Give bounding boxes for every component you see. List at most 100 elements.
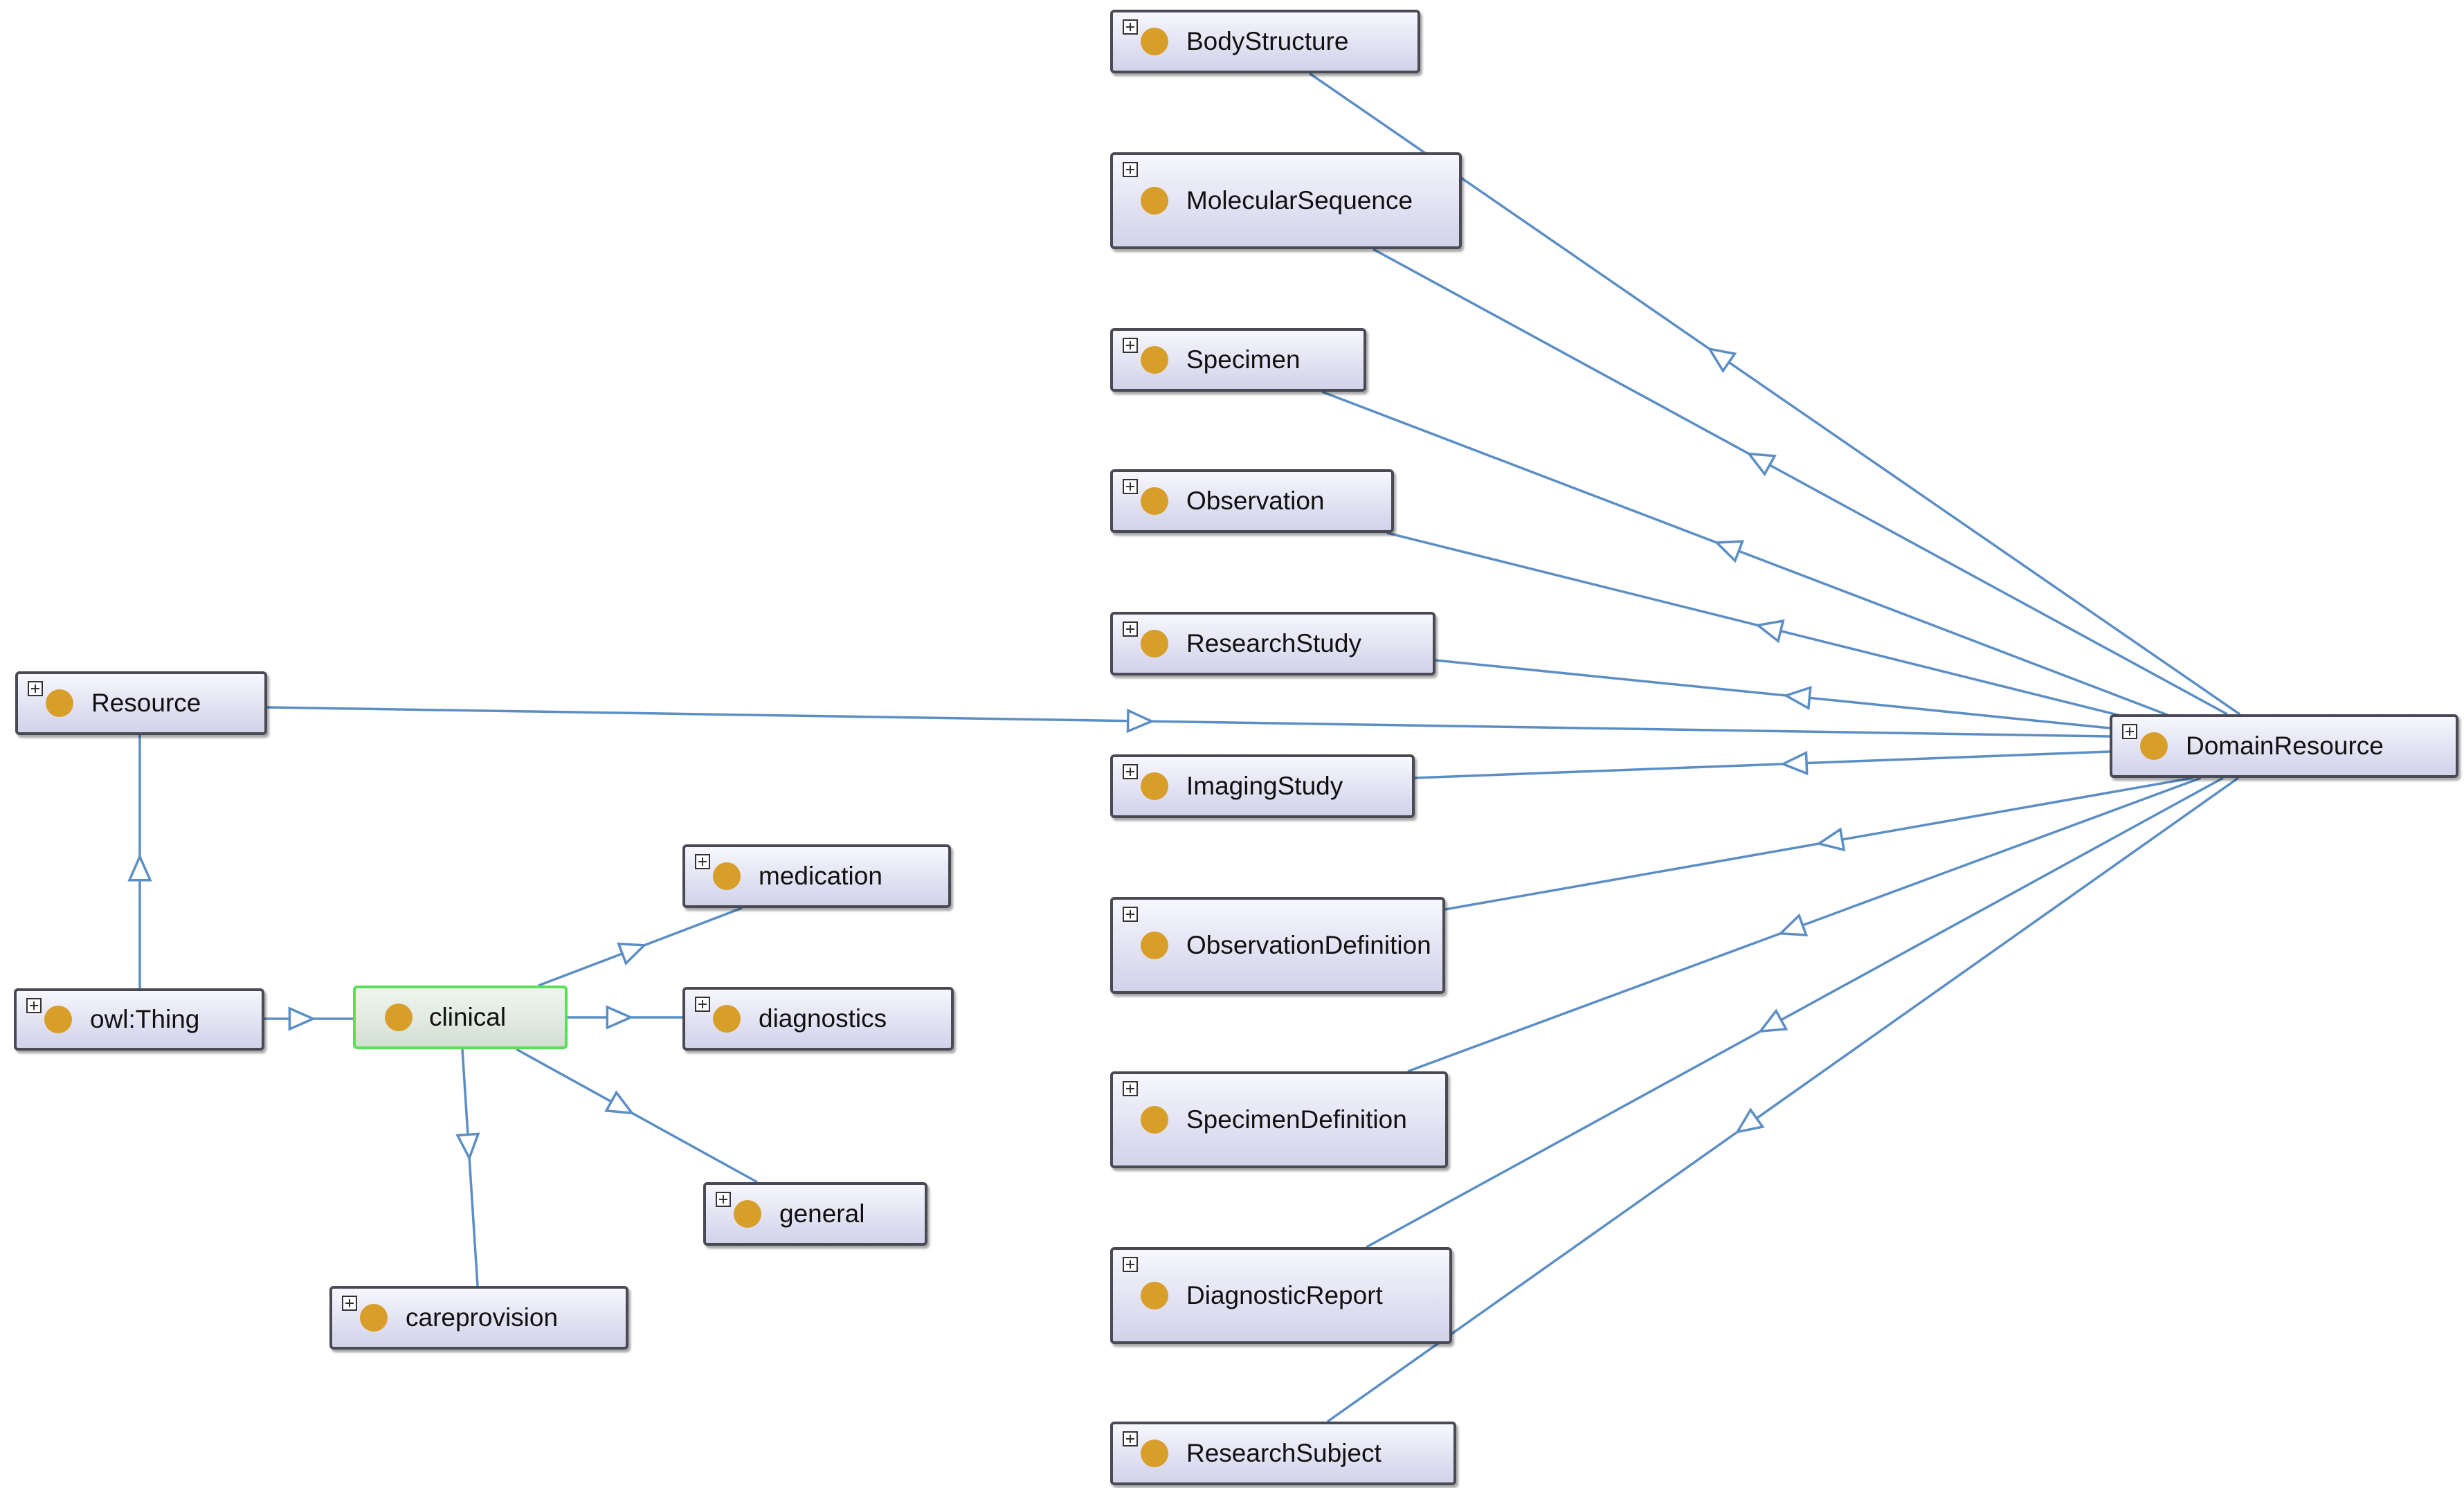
node-researchstudy[interactable]: ResearchStudy bbox=[1110, 612, 1435, 675]
class-icon bbox=[1141, 346, 1168, 374]
edge-clinical-to-general bbox=[516, 1048, 758, 1183]
arrowhead-domainresource-to-diagnosticreport bbox=[1757, 1008, 1788, 1033]
node-specimen[interactable]: Specimen bbox=[1110, 328, 1366, 392]
node-owl-thing[interactable]: owl:Thing bbox=[14, 988, 264, 1051]
node-molecularsequence[interactable]: MolecularSequence bbox=[1110, 152, 1462, 249]
edge-resource-to-domainresource bbox=[266, 706, 2110, 738]
node-resource[interactable]: Resource bbox=[15, 671, 267, 735]
class-icon bbox=[713, 1005, 741, 1033]
node-specimendefinition[interactable]: SpecimenDefinition bbox=[1110, 1071, 1448, 1168]
edge-domainresource-to-specimen bbox=[1321, 390, 2181, 721]
edge-clinical-to-careprovision bbox=[461, 1049, 479, 1287]
node-domainresource[interactable]: DomainResource bbox=[2110, 714, 2458, 778]
expand-icon[interactable] bbox=[1123, 1257, 1138, 1272]
node-label: MolecularSequence bbox=[1186, 186, 1413, 215]
arrowhead-domainresource-to-observationdefinition bbox=[1815, 827, 1846, 852]
edge-domainresource-to-bodystructure bbox=[1309, 72, 2240, 716]
expand-icon[interactable] bbox=[1123, 338, 1138, 353]
node-label: general bbox=[779, 1199, 865, 1228]
arrowhead-domainresource-to-researchsubject bbox=[1734, 1107, 1765, 1134]
arrowhead-domainresource-to-molecularsequence bbox=[1746, 452, 1777, 477]
node-label: Specimen bbox=[1186, 345, 1301, 374]
class-icon bbox=[1141, 487, 1168, 515]
edge-domainresource-to-researchsubject bbox=[1326, 777, 2240, 1423]
node-label: ImagingStudy bbox=[1186, 772, 1343, 800]
node-general[interactable]: general bbox=[703, 1182, 927, 1246]
node-label: diagnostics bbox=[759, 1004, 887, 1033]
class-icon bbox=[2140, 732, 2168, 760]
node-researchsubject[interactable]: ResearchSubject bbox=[1110, 1422, 1456, 1485]
expand-icon[interactable] bbox=[2122, 724, 2137, 739]
node-label: DomainResource bbox=[2186, 732, 2384, 760]
arrowhead-owl-thing-to-resource bbox=[127, 853, 152, 882]
node-label: ObservationDefinition bbox=[1186, 931, 1431, 959]
class-icon bbox=[1141, 1440, 1168, 1467]
expand-icon[interactable] bbox=[1123, 1431, 1138, 1446]
node-observation[interactable]: Observation bbox=[1110, 469, 1394, 533]
expand-icon[interactable] bbox=[28, 681, 43, 696]
node-label: ResearchStudy bbox=[1186, 629, 1361, 657]
node-label: clinical bbox=[429, 1003, 507, 1031]
node-label: careprovision bbox=[406, 1303, 559, 1332]
arrowhead-domainresource-to-observation bbox=[1755, 619, 1785, 644]
class-icon bbox=[360, 1304, 388, 1332]
expand-icon[interactable] bbox=[1123, 764, 1138, 779]
arrowhead-domainresource-to-bodystructure bbox=[1707, 347, 1737, 374]
node-label: BodyStructure bbox=[1186, 27, 1349, 55]
edge-domainresource-to-researchstudy bbox=[1435, 659, 2110, 729]
class-icon bbox=[385, 1004, 413, 1031]
node-imagingstudy[interactable]: ImagingStudy bbox=[1110, 754, 1415, 818]
edge-domainresource-to-molecularsequence bbox=[1373, 248, 2228, 716]
arrowhead-owl-thing-to-clinical bbox=[288, 1006, 316, 1031]
node-bodystructure[interactable]: BodyStructure bbox=[1110, 10, 1420, 73]
expand-icon[interactable] bbox=[1123, 907, 1138, 922]
arrowhead-resource-to-domainresource bbox=[1126, 708, 1155, 734]
edge-domainresource-to-specimendefinition bbox=[1407, 777, 2202, 1073]
class-icon bbox=[1141, 630, 1168, 657]
arrowhead-domainresource-to-researchstudy bbox=[1783, 685, 1812, 711]
class-icon bbox=[44, 1006, 72, 1033]
expand-icon[interactable] bbox=[1123, 19, 1138, 35]
expand-icon[interactable] bbox=[1123, 479, 1138, 494]
node-medication[interactable]: medication bbox=[682, 844, 951, 908]
node-label: medication bbox=[759, 862, 882, 890]
class-icon bbox=[1141, 187, 1168, 215]
arrowhead-clinical-to-medication bbox=[617, 942, 647, 966]
class-icon bbox=[46, 689, 73, 717]
expand-icon[interactable] bbox=[716, 1192, 731, 1207]
arrowhead-domainresource-to-specimendefinition bbox=[1777, 913, 1809, 936]
node-observationdefinition[interactable]: ObservationDefinition bbox=[1110, 897, 1445, 994]
node-label: DiagnosticReport bbox=[1186, 1281, 1383, 1309]
node-careprovision[interactable]: careprovision bbox=[329, 1286, 628, 1350]
arrowhead-clinical-to-general bbox=[604, 1090, 635, 1115]
class-icon bbox=[713, 862, 741, 890]
node-diagnosticreport[interactable]: DiagnosticReport bbox=[1110, 1247, 1452, 1344]
class-icon bbox=[1141, 932, 1168, 959]
expand-icon[interactable] bbox=[26, 998, 42, 1013]
expand-icon[interactable] bbox=[695, 997, 710, 1012]
class-icon bbox=[1141, 1282, 1168, 1309]
arrowhead-clinical-to-diagnostics bbox=[606, 1005, 634, 1030]
node-label: ResearchSubject bbox=[1186, 1439, 1382, 1467]
expand-icon[interactable] bbox=[1123, 1081, 1138, 1096]
edge-domainresource-to-diagnosticreport bbox=[1366, 777, 2224, 1249]
edge-domainresource-to-imagingstudy bbox=[1414, 750, 2110, 779]
node-diagnostics[interactable]: diagnostics bbox=[682, 987, 954, 1051]
node-label: owl:Thing bbox=[90, 1005, 200, 1033]
class-icon bbox=[1141, 28, 1168, 55]
arrowhead-clinical-to-careprovision bbox=[455, 1132, 480, 1161]
node-label: SpecimenDefinition bbox=[1186, 1105, 1407, 1134]
expand-icon[interactable] bbox=[342, 1296, 357, 1311]
expand-icon[interactable] bbox=[695, 854, 710, 869]
node-label: Resource bbox=[91, 689, 201, 717]
expand-icon[interactable] bbox=[1123, 162, 1138, 177]
arrowhead-domainresource-to-specimen bbox=[1714, 540, 1745, 563]
node-label: Observation bbox=[1186, 487, 1325, 515]
node-clinical[interactable]: clinical bbox=[353, 986, 568, 1049]
class-icon bbox=[734, 1200, 761, 1228]
expand-icon[interactable] bbox=[1123, 621, 1138, 637]
class-icon bbox=[1141, 1106, 1168, 1134]
arrowhead-domainresource-to-imagingstudy bbox=[1779, 750, 1809, 776]
class-icon bbox=[1141, 772, 1168, 800]
